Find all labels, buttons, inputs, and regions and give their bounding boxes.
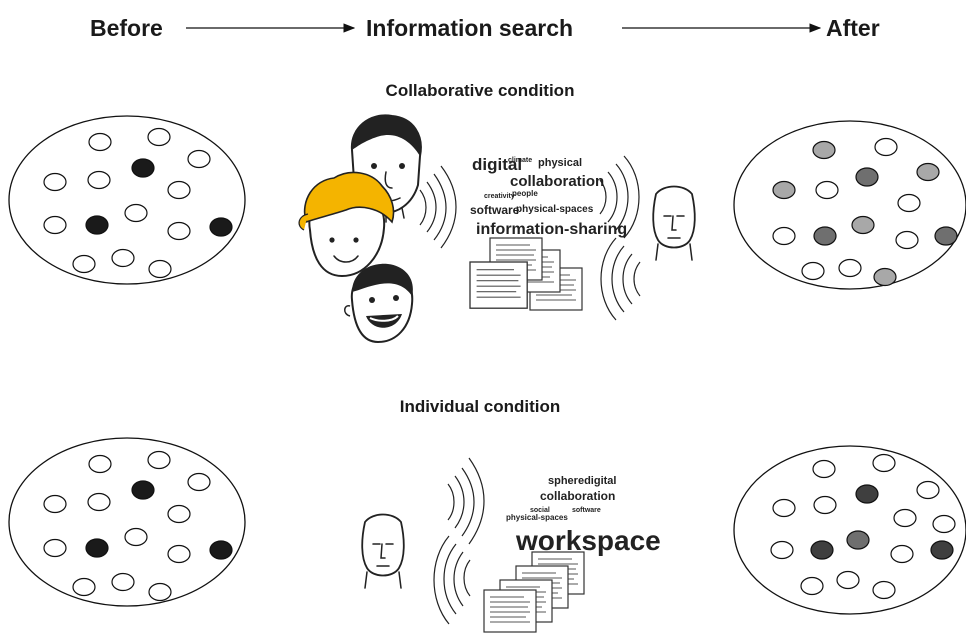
svg-text:software: software [572,507,601,514]
before-label: Before [90,15,163,41]
svg-text:digital: digital [472,155,522,174]
information-search-label: Information search [366,15,573,41]
before-knowledge-ellipse-individual [8,437,246,607]
group-heads-icon [298,114,422,344]
svg-text:software: software [470,203,520,217]
word-cloud-individual: spheredigital collaboration social softw… [506,475,661,556]
svg-text:collaboration: collaboration [510,173,604,190]
sound-wave-icon [447,457,485,545]
document-stack-icon [483,551,585,633]
svg-text:information-sharing: information-sharing [476,221,627,238]
svg-text:people: people [512,189,538,198]
svg-text:physical: physical [538,157,582,169]
document-stack-icon [469,237,583,311]
svg-text:physical-spaces: physical-spaces [506,513,568,522]
svg-text:collaboration: collaboration [540,489,615,503]
sound-wave-icon [433,535,471,625]
after-label: After [826,15,880,41]
person-head-icon [361,513,405,589]
sound-wave-icon [599,155,640,239]
after-knowledge-ellipse-collaborative [733,120,966,290]
after-knowledge-ellipse-individual [733,445,966,615]
svg-text:climate: climate [508,157,532,164]
person-head-icon [652,185,696,261]
svg-text:workspace: workspace [515,525,661,556]
sound-wave-icon [600,237,641,321]
word-cloud-collaborative: digital climate physical collaboration c… [470,155,627,238]
svg-text:spheredigital: spheredigital [548,475,616,487]
sound-wave-icon [419,165,457,249]
svg-text:physical-spaces: physical-spaces [516,204,594,215]
svg-text:social: social [530,507,550,514]
individual-condition-label: Individual condition [400,397,561,416]
before-knowledge-ellipse-collaborative [8,115,246,285]
collaborative-condition-label: Collaborative condition [386,81,575,100]
svg-text:creativity: creativity [484,193,515,200]
